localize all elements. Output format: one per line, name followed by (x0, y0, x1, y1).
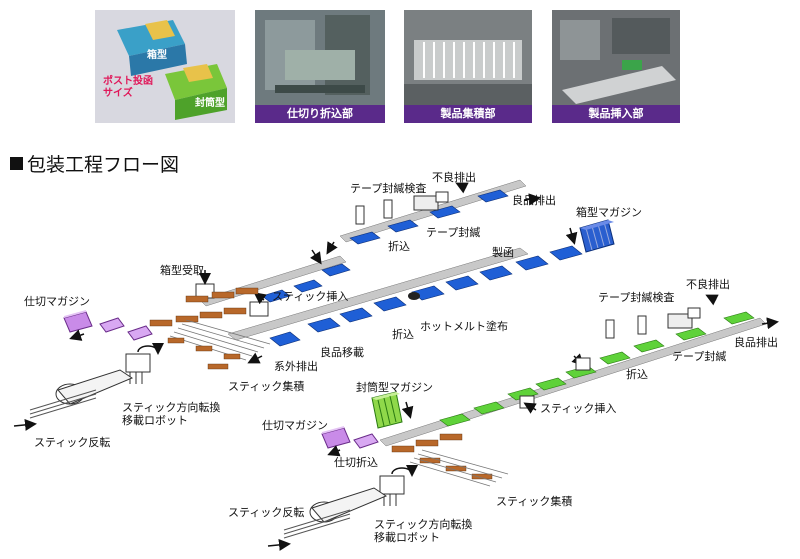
stick-flip-conveyor-top (29, 369, 134, 419)
blue-box-icon (429, 205, 461, 219)
section-title: 包装工程フロー図 (10, 150, 179, 177)
tape-check-sensor-icon (355, 205, 365, 225)
blue-box-icon (349, 231, 381, 245)
post-size-illustration: 箱型 封筒型 ポスト投函サイズ (95, 10, 235, 123)
stick-insert-head-icon (249, 301, 269, 317)
tape-seal-unit-icon (413, 195, 439, 211)
tape-check-sensor-icon (637, 315, 647, 335)
blue-box-icon (515, 255, 549, 271)
label-tape-seal-top: テープ封緘 (426, 225, 480, 239)
page-title: 包装工程フロー図 (27, 154, 180, 176)
blue-box-icon (293, 279, 323, 293)
label-stick-insert-right: スティック挿入 (540, 401, 616, 415)
label-fold-mid: 折込 (392, 327, 414, 341)
reject-pusher-icon (687, 307, 701, 319)
diagram-labels: テープ封緘検査 不良排出 良品排出 折込 テープ封緘 箱型マガジン 製函 箱型受… (24, 170, 778, 544)
post-size-label-top: 箱型 (147, 48, 167, 61)
stick-flip-conveyor-bottom (283, 487, 388, 539)
label-off-system: 系外排出 (274, 359, 318, 373)
label-partition-magazine-bottom: 仕切マガジン (262, 419, 328, 432)
fold-unit-icon (575, 357, 591, 371)
green-envelope-icon (507, 387, 539, 401)
label-stick-stack-top: スティック集積 (228, 379, 304, 393)
photo-product-stack: 製品集積部 (404, 10, 532, 123)
label-reject-top: 不良排出 (432, 170, 476, 184)
blue-box-icon (479, 265, 513, 281)
label-box-magazine: 箱型マガジン (576, 205, 642, 219)
label-tape-check-right: テープ封緘検査 (598, 290, 674, 304)
tape-seal-unit-icon (667, 313, 693, 329)
partition-fold-photo (255, 10, 385, 106)
green-envelope-icon (599, 351, 631, 365)
blue-box-icon (477, 189, 509, 203)
transfer-robot-top (125, 342, 164, 384)
blue-box-icon (373, 296, 407, 312)
label-tape-check-top: テープ封緘検査 (350, 181, 426, 195)
green-envelope-icon (535, 377, 567, 391)
photo-partition-fold: 仕切り折込部 (255, 10, 385, 123)
packaging-flow-diagram: テープ封緘検査 不良排出 良品排出 折込 テープ封緘 箱型マガジン 製函 箱型受… (13, 170, 779, 551)
green-envelope-icon (675, 327, 707, 341)
partition-magazine-bottom (321, 426, 379, 449)
photo-caption-partition-fold: 仕切り折込部 (255, 105, 385, 123)
label-box-receive: 箱型受取 (160, 263, 204, 277)
transfer-robot-bottom (379, 464, 418, 506)
green-envelope-icon (473, 401, 505, 415)
label-good-top: 良品排出 (512, 193, 556, 207)
blue-box-icon (549, 245, 583, 261)
stick-insert-head-icon (519, 395, 535, 409)
label-good-transfer: 良品移載 (320, 345, 364, 359)
label-box-forming: 製函 (492, 245, 514, 259)
label-stick-turn-bottom: スティック方向転換移載ロボット (374, 517, 472, 544)
label-stick-stack-bottom: スティック集積 (496, 494, 572, 508)
post-size-label-bottom: 封筒型 (195, 96, 225, 109)
blue-box-icon (387, 219, 419, 233)
product-insert-photo (552, 10, 680, 106)
label-stick-insert-top: スティック挿入 (272, 289, 348, 303)
label-stick-flip-top: スティック反転 (34, 436, 110, 449)
envelope-magazine (371, 391, 403, 429)
photo-caption-product-insert: 製品挿入部 (552, 105, 680, 123)
blue-box-icon (339, 307, 373, 323)
label-fold-right: 折込 (626, 367, 648, 381)
stick-bundles-top (149, 287, 259, 327)
label-fold-top: 折込 (388, 239, 410, 253)
label-tape-seal-right: テープ封緘 (672, 349, 726, 363)
box-magazine (579, 219, 615, 253)
product-stack-photo (404, 10, 532, 106)
post-size-label-middle: ポスト投函サイズ (103, 74, 153, 99)
blue-box-icon (445, 275, 479, 291)
label-hotmelt: ホットメルト塗布 (420, 319, 508, 333)
blue-box-icon (269, 331, 301, 347)
label-partition-magazine-top: 仕切マガジン (24, 295, 90, 308)
label-envelope-magazine: 封筒型マガジン (356, 380, 433, 394)
green-envelope-icon (633, 339, 665, 353)
photo-post-size: 箱型 封筒型 ポスト投函サイズ (95, 10, 235, 123)
title-square-icon (10, 157, 23, 170)
blue-box-icon (261, 289, 291, 303)
hotmelt-nozzle-icon (408, 292, 420, 300)
green-envelope-icon (723, 311, 755, 325)
stick-stack-lanes-bottom (409, 449, 509, 487)
photo-caption-product-stack: 製品集積部 (404, 105, 532, 123)
blue-box-icon (321, 263, 351, 277)
blue-box-icon (307, 317, 341, 333)
reject-pusher-icon (435, 191, 449, 203)
label-partition-fold-bottom: 仕切折込 (334, 455, 378, 469)
photo-product-insert: 製品挿入部 (552, 10, 680, 123)
tape-check-sensor-icon (605, 319, 615, 339)
box-line (13, 179, 615, 431)
envelope-line (267, 294, 779, 551)
label-stick-turn-top: スティック方向転換移載ロボット (122, 400, 220, 427)
partition-magazine-top (63, 310, 153, 341)
label-good-right: 良品排出 (734, 335, 778, 349)
green-envelope-icon (439, 413, 471, 427)
stick-bundles-bottom (391, 433, 493, 480)
label-reject-right: 不良排出 (686, 277, 730, 291)
tape-check-sensor-icon (383, 199, 393, 219)
label-stick-flip-bottom: スティック反転 (228, 506, 304, 519)
